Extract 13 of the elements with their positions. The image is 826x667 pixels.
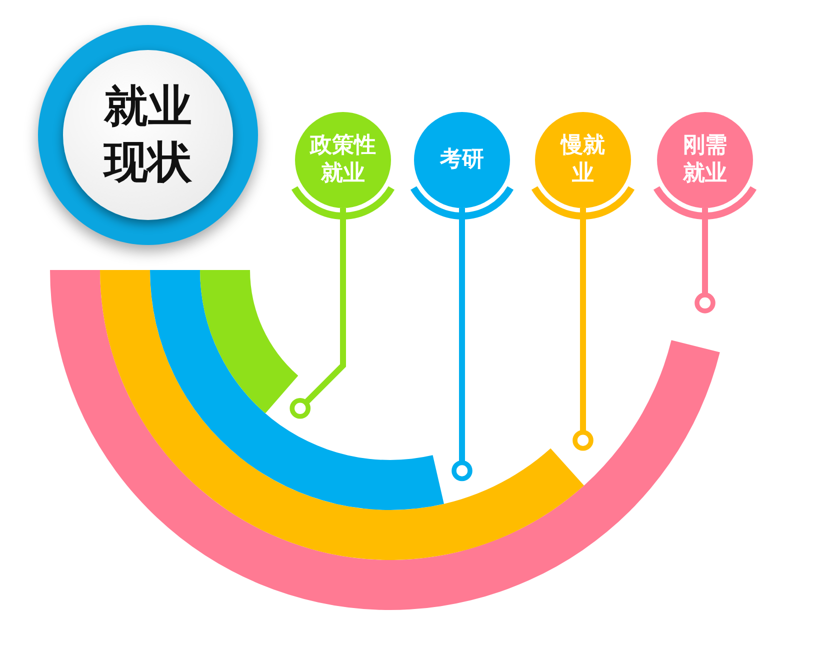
topic-label: 刚需就业 [682,132,728,188]
leader-line [694,208,716,314]
topic-circle [295,112,391,208]
leader-line [290,208,346,419]
leader-line [452,208,472,482]
topic-label: 考研 [438,146,485,174]
badge-title: 就业现状 [102,80,193,190]
topic-label: 慢就业 [559,132,606,188]
topic-circle [535,112,631,208]
topic-circle [657,112,753,208]
leader-line [572,208,594,451]
topic-label: 政策性就业 [308,132,377,188]
topic-circle [414,112,510,208]
